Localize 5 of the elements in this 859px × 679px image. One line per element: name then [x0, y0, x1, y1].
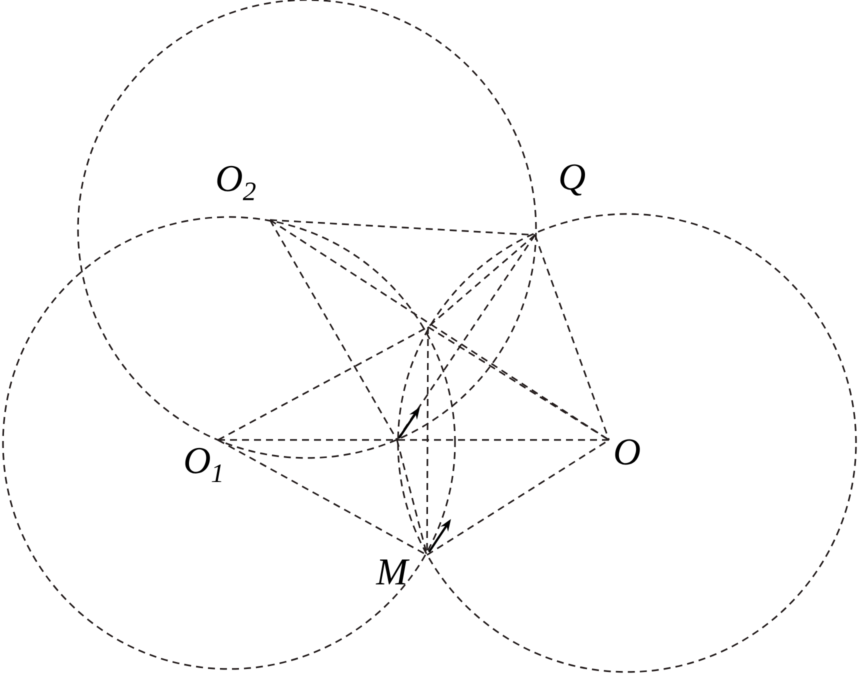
point-label: O$_{1}$ [185, 448, 222, 482]
point-label: O [615, 439, 640, 465]
point-label: Q [560, 164, 586, 196]
point-label: O$_{2}$ [217, 166, 256, 200]
point-label: M [376, 560, 410, 584]
